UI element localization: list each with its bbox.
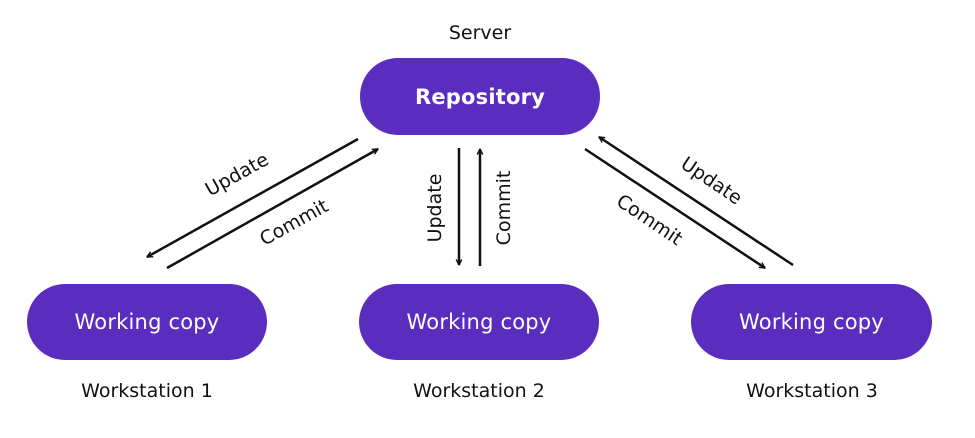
repository-node: Repository bbox=[360, 58, 600, 135]
workstation-caption-3: Workstation 3 bbox=[746, 380, 878, 402]
working-copy-node-3: Working copy bbox=[691, 284, 932, 360]
commit-label-3: Commit bbox=[612, 190, 686, 250]
arrow-commit-3 bbox=[584, 147, 765, 270]
arrow-update-1 bbox=[147, 137, 359, 259]
update-label-3: Update bbox=[677, 153, 746, 210]
workstation-caption-2: Workstation 2 bbox=[413, 380, 545, 402]
update-label-2: Update bbox=[424, 174, 446, 243]
working-copy-node-2: Working copy bbox=[359, 284, 599, 360]
working-copy-node-1: Working copy bbox=[27, 284, 267, 360]
arrow-update-3 bbox=[599, 135, 794, 267]
server-caption: Server bbox=[448, 22, 512, 44]
arrow-commit-1 bbox=[166, 147, 378, 270]
commit-label-1: Commit bbox=[256, 195, 332, 250]
workstation-caption-1: Workstation 1 bbox=[81, 380, 213, 402]
commit-label-2: Commit bbox=[493, 171, 515, 246]
